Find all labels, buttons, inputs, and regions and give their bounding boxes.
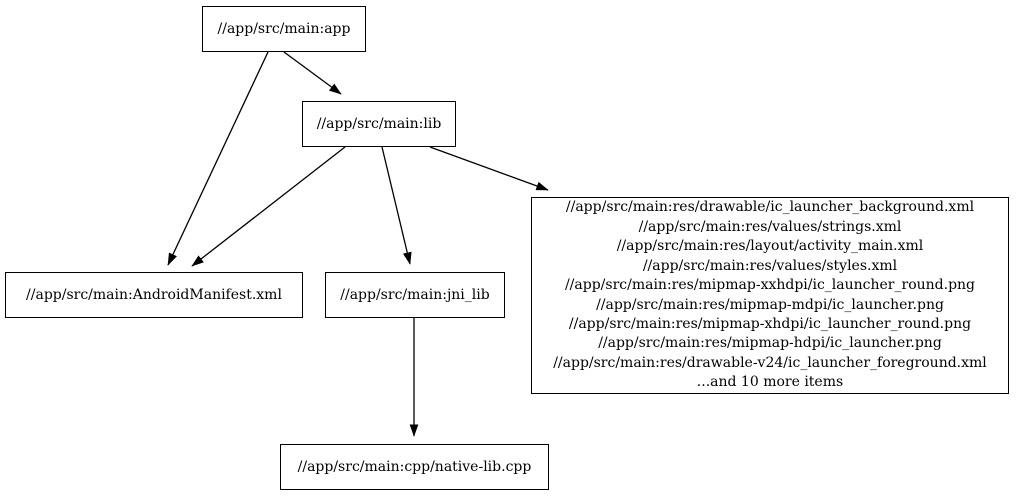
node-res-bundle-lines: //app/src/main:res/drawable/ic_launcher_… <box>553 198 987 392</box>
graph-edge-app-to-manifest <box>167 51 269 266</box>
node-res-bundle-line: //app/src/main:res/drawable-v24/ic_launc… <box>553 354 987 371</box>
graph-edge-lib-to-res <box>429 146 549 191</box>
node-native-lib-cpp[interactable]: //app/src/main:cpp/native-lib.cpp <box>280 444 549 490</box>
node-android-manifest[interactable]: //app/src/main:AndroidManifest.xml <box>5 272 303 318</box>
graph-edge-lib-to-manifest <box>191 146 346 267</box>
node-res-bundle-line: //app/src/main:res/values/styles.xml <box>642 257 898 274</box>
node-jni-lib-label: //app/src/main:jni_lib <box>340 287 490 303</box>
node-res-bundle-line: //app/src/main:res/layout/activity_main.… <box>616 238 924 255</box>
node-res-bundle-line: //app/src/main:res/mipmap-hdpi/ic_launch… <box>598 335 942 352</box>
node-res-bundle-line: //app/src/main:res/mipmap-mdpi/ic_launch… <box>596 296 944 313</box>
node-app[interactable]: //app/src/main:app <box>202 6 366 52</box>
graph-edge-app-to-lib <box>283 51 342 95</box>
node-lib-label: //app/src/main:lib <box>316 116 442 132</box>
node-lib[interactable]: //app/src/main:lib <box>302 101 456 147</box>
node-res-bundle-line: //app/src/main:res/values/strings.xml <box>638 218 902 235</box>
node-res-bundle-line: ...and 10 more items <box>696 374 844 391</box>
node-app-label: //app/src/main:app <box>217 21 351 37</box>
node-res-bundle-line: //app/src/main:res/mipmap-xhdpi/ic_launc… <box>568 315 972 332</box>
graph-edge-lib-to-jni-lib <box>381 146 412 265</box>
node-android-manifest-label: //app/src/main:AndroidManifest.xml <box>26 287 282 303</box>
node-res-bundle[interactable]: //app/src/main:res/drawable/ic_launcher_… <box>531 197 1009 394</box>
node-native-lib-cpp-label: //app/src/main:cpp/native-lib.cpp <box>297 459 532 475</box>
node-jni-lib[interactable]: //app/src/main:jni_lib <box>325 272 505 318</box>
node-res-bundle-line: //app/src/main:res/drawable/ic_launcher_… <box>565 199 975 216</box>
node-res-bundle-line: //app/src/main:res/mipmap-xxhdpi/ic_laun… <box>564 277 976 294</box>
